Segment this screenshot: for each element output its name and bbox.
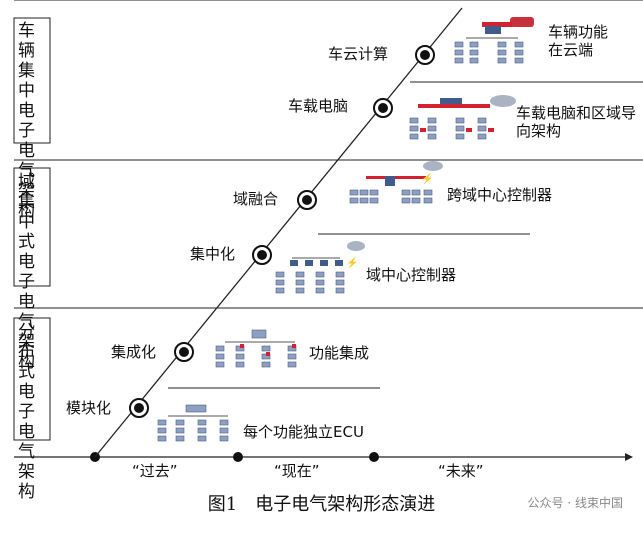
svg-text:⚡: ⚡ — [346, 256, 358, 269]
timeline-arrow — [625, 453, 633, 461]
svg-text:⚡: ⚡ — [421, 172, 433, 185]
illustration-modular-ecu — [157, 404, 229, 442]
section-label-domain-central: 域集中式电子电气架构 — [18, 172, 35, 372]
stage-name-yuronghe: 域融合 — [233, 190, 279, 208]
side-box-1 — [13, 17, 51, 144]
timeline-label-present: “现在” — [274, 462, 320, 480]
illustration-cross-domain: ⚡ — [349, 161, 443, 204]
timeline-dot-3 — [369, 452, 379, 462]
illustration-domain-controller: ⚡ — [275, 241, 365, 294]
stage-node-mokuaihua — [129, 398, 149, 418]
illustration-onboard-computer — [409, 95, 516, 140]
watermark: 公众号 · 线束中国 — [527, 496, 623, 510]
side-box-3 — [13, 317, 51, 441]
illustration-cloud — [454, 17, 534, 64]
stage-desc-onboard: 车载电脑和区域导向架构 — [516, 104, 637, 140]
stage-name-chegeyun: 车云计算 — [328, 45, 389, 63]
stage-desc-cross-domain: 跨域中心控制器 — [447, 186, 553, 204]
stage-name-mokuaihua: 模块化 — [66, 399, 112, 417]
evolution-line — [94, 7, 463, 458]
stage-desc-integration: 功能集成 — [309, 344, 370, 362]
stage-node-jichenghua — [174, 342, 194, 362]
figure-caption: 图1 电子电气架构形态演进 — [207, 494, 436, 515]
stage-desc-domain: 域中心控制器 — [366, 266, 457, 284]
section-label-distributed: 分布式电子电气架构 — [18, 322, 35, 502]
stage-node-jizhonghua — [252, 245, 272, 265]
stage-name-chezaidiannao: 车载电脑 — [288, 97, 349, 115]
timeline-dot-2 — [233, 452, 243, 462]
timeline-label-future: “未来” — [438, 462, 484, 480]
stage-node-chegeyun — [415, 45, 435, 65]
timeline-label-past: “过去” — [132, 462, 178, 480]
stage-node-yuronghe — [297, 190, 317, 210]
stage-node-chezaidiannao — [373, 98, 393, 118]
stage-desc-modular: 每个功能独立ECU — [243, 423, 364, 441]
stage-name-jichenghua: 集成化 — [111, 343, 157, 361]
stage-name-jizhonghua: 集中化 — [190, 245, 236, 263]
illustration-integration — [215, 329, 297, 368]
section-label-vehicle-central: 车辆集中电子电气架构 — [18, 21, 35, 221]
stage-desc-cloud: 车辆功能在云端 — [548, 23, 609, 59]
side-box-2 — [13, 167, 51, 287]
